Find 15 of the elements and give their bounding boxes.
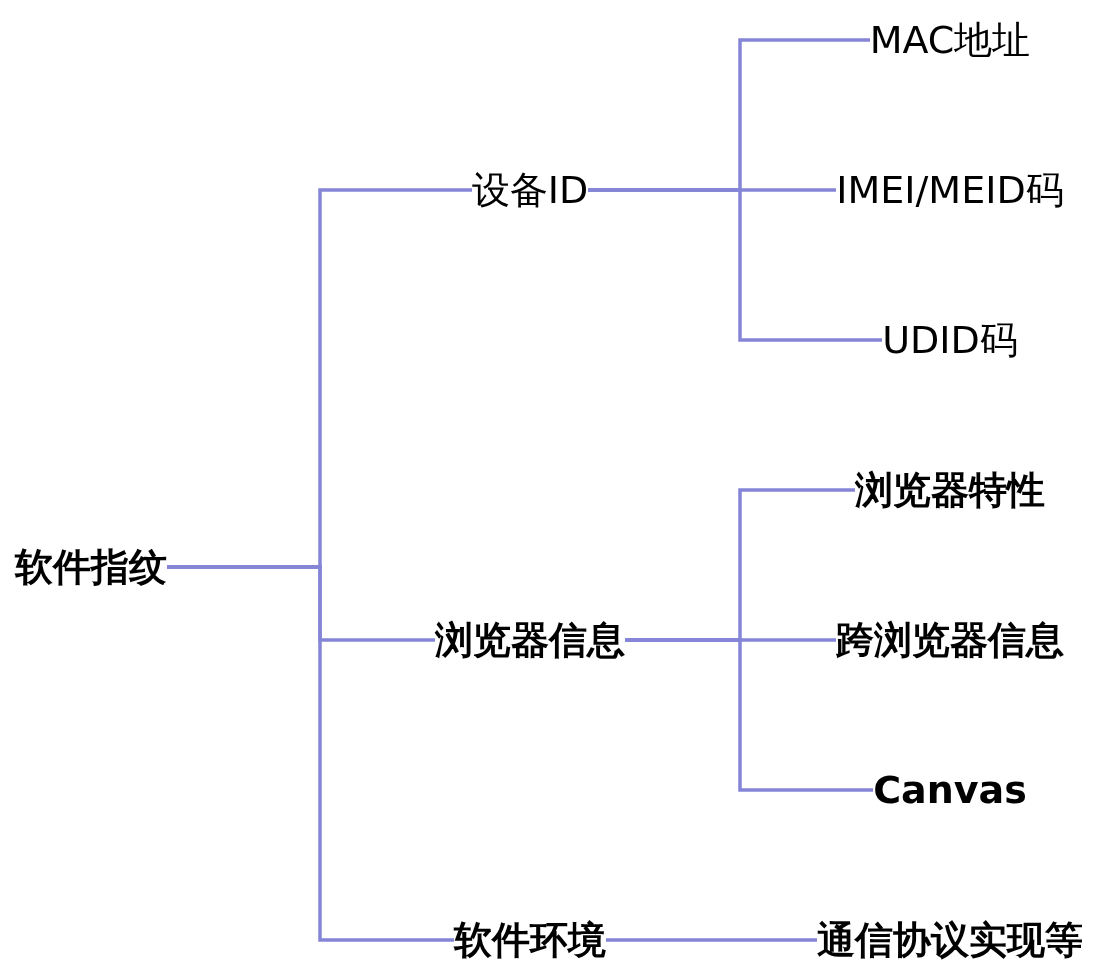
node-label: MAC地址 — [869, 16, 1031, 64]
node-label: Canvas — [873, 768, 1027, 812]
bracket-connector — [625, 638, 873, 792]
bracket-connector — [167, 565, 454, 942]
node-label: IMEI/MEID码 — [836, 166, 1064, 214]
node-label: 浏览器信息 — [435, 616, 625, 664]
node-label: UDID码 — [882, 316, 1018, 364]
bracket-connector — [606, 938, 817, 942]
node-label: 软件环境 — [454, 916, 606, 963]
node-label: 设备ID — [471, 166, 589, 214]
node-label: 跨浏览器信息 — [836, 616, 1064, 664]
node-label: 通信协议实现等 — [817, 916, 1083, 963]
node-label: 浏览器特性 — [855, 466, 1045, 514]
node-label: 软件指纹 — [15, 543, 167, 591]
bracket-connector — [588, 188, 882, 342]
